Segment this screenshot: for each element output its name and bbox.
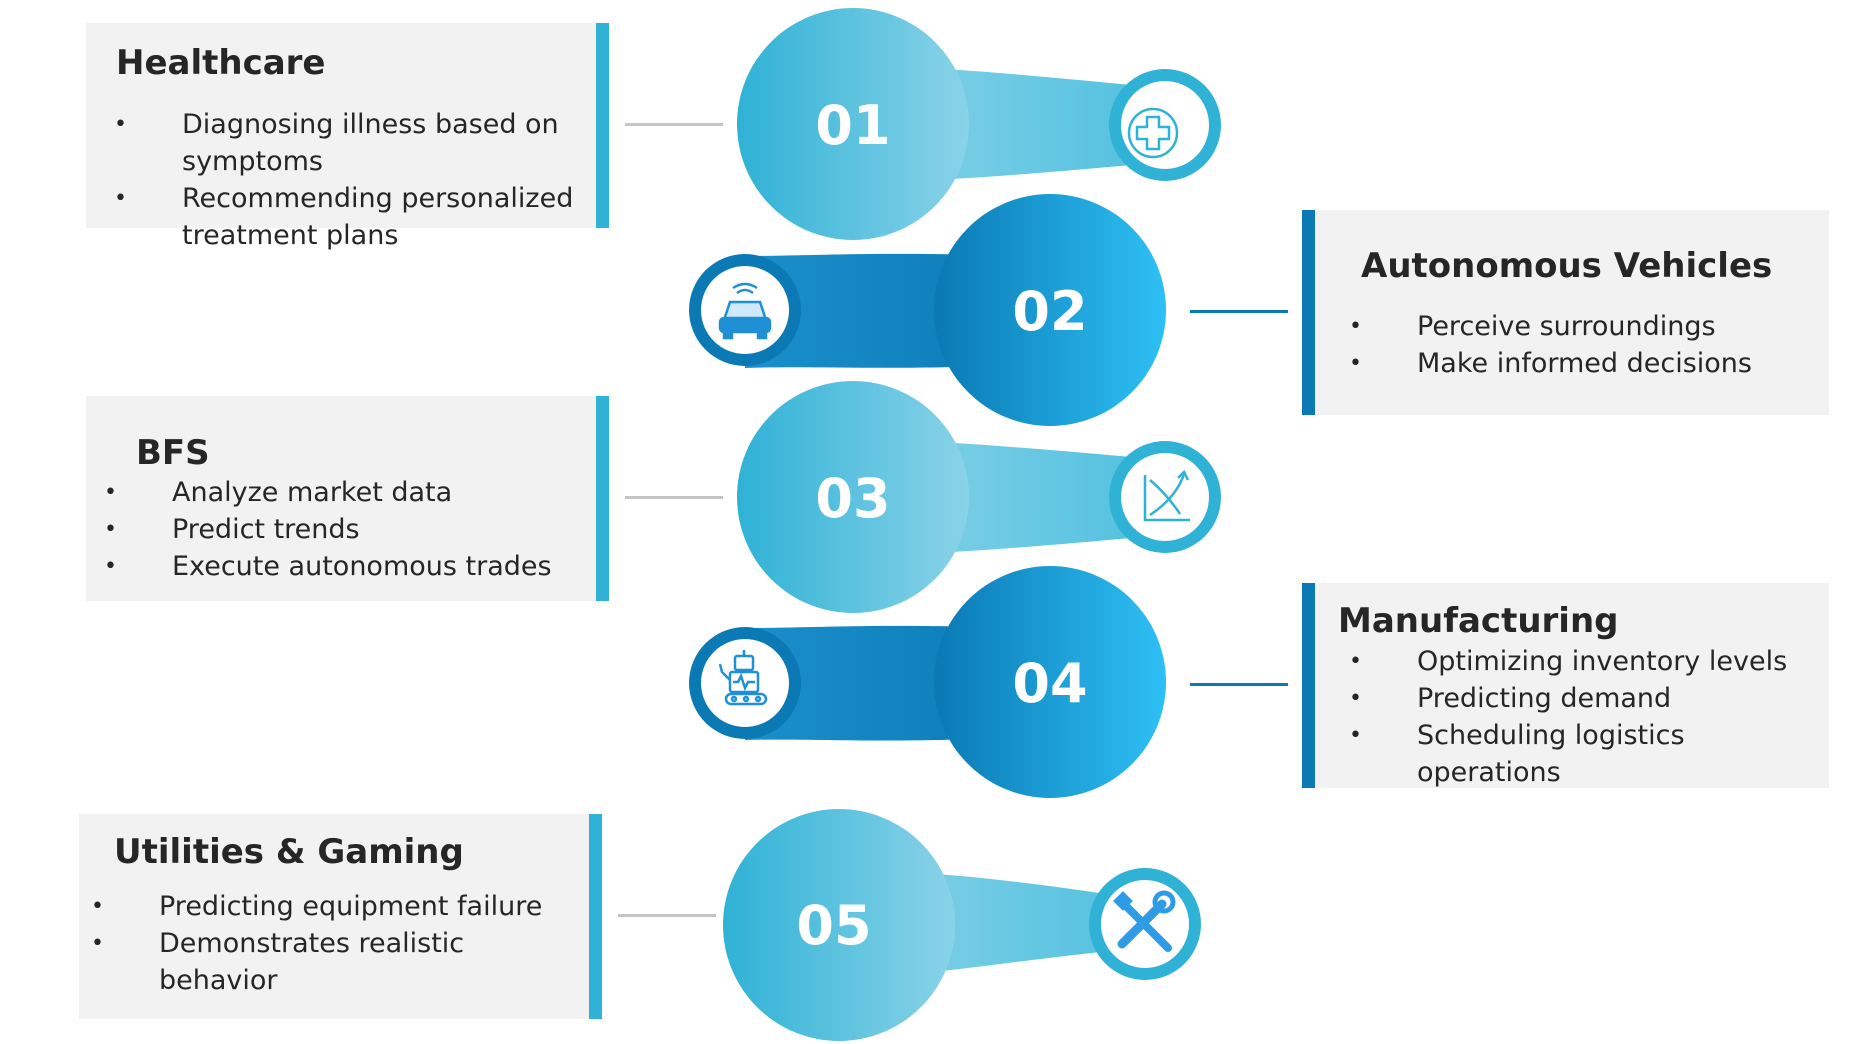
card-title: Autonomous Vehicles [1361, 246, 1773, 286]
step-number: 02 [1012, 280, 1087, 343]
lollipop-02: 02 [689, 194, 1166, 426]
bullet-list: Predicting equipment failure Demonstrate… [91, 888, 559, 999]
connector-line [1190, 683, 1288, 686]
card-autonomous-vehicles: Autonomous Vehicles Perceive surrounding… [1302, 210, 1829, 415]
connector-line [1190, 310, 1288, 313]
list-item: Optimizing inventory levels [1349, 643, 1817, 680]
lollipop-05: 05 [723, 809, 1201, 1041]
step-number: 05 [796, 894, 871, 957]
step-number: 03 [815, 467, 890, 530]
list-item: Predicting demand [1349, 680, 1817, 717]
list-item: Analyze market data [104, 474, 592, 511]
big-circle [737, 381, 969, 613]
lollipop-04: 04 [689, 566, 1166, 798]
card-utilities-gaming: Utilities & Gaming Predicting equipment … [79, 814, 602, 1019]
icon-disc [1121, 81, 1209, 169]
card-title: BFS [136, 433, 210, 473]
card-manufacturing: Manufacturing Optimizing inventory level… [1302, 583, 1829, 788]
robot-conveyor-icon [718, 650, 768, 706]
step-number: 01 [815, 94, 890, 157]
card-bfs: BFS Analyze market data Predict trends E… [86, 396, 609, 601]
list-item: Perceive surroundings [1349, 308, 1817, 345]
big-circle [934, 566, 1166, 798]
list-item: Diagnosing illness based on symptoms [114, 106, 582, 180]
tools-icon [1113, 890, 1176, 952]
bullet-list: Perceive surroundings Make informed deci… [1349, 308, 1817, 382]
bullet-list: Optimizing inventory levels Predicting d… [1349, 643, 1817, 791]
list-item: Make informed decisions [1349, 345, 1817, 382]
list-item: Execute autonomous trades [104, 548, 592, 585]
step-number: 04 [1012, 652, 1087, 715]
lollipop-03: 03 [737, 381, 1221, 613]
big-circle [737, 8, 969, 240]
icon-disc [1121, 453, 1209, 541]
big-circle [934, 194, 1166, 426]
list-item: Recommending personalized treatment plan… [114, 180, 582, 254]
list-item: Scheduling logistics operations [1349, 717, 1817, 791]
lollipop-01: 01 [737, 8, 1221, 240]
card-healthcare: Healthcare Diagnosing illness based on s… [86, 23, 609, 251]
list-item: Demonstrates realistic behavior [91, 925, 559, 999]
trend-chart-icon [1143, 469, 1190, 522]
connector-line [625, 123, 723, 126]
bullet-list: Analyze market data Predict trends Execu… [104, 474, 592, 585]
connector-line [618, 914, 716, 917]
card-title: Manufacturing [1338, 601, 1619, 641]
list-item: Predicting equipment failure [91, 888, 559, 925]
icon-disc [701, 639, 789, 727]
card-title: Healthcare [116, 43, 326, 83]
autonomous-car-icon [718, 282, 772, 340]
list-item: Predict trends [104, 511, 592, 548]
medical-cross-icon [1127, 107, 1179, 159]
big-circle [723, 809, 955, 1041]
connector-line [625, 496, 723, 499]
card-title: Utilities & Gaming [114, 832, 464, 872]
bullet-list: Diagnosing illness based on symptoms Rec… [114, 106, 582, 254]
